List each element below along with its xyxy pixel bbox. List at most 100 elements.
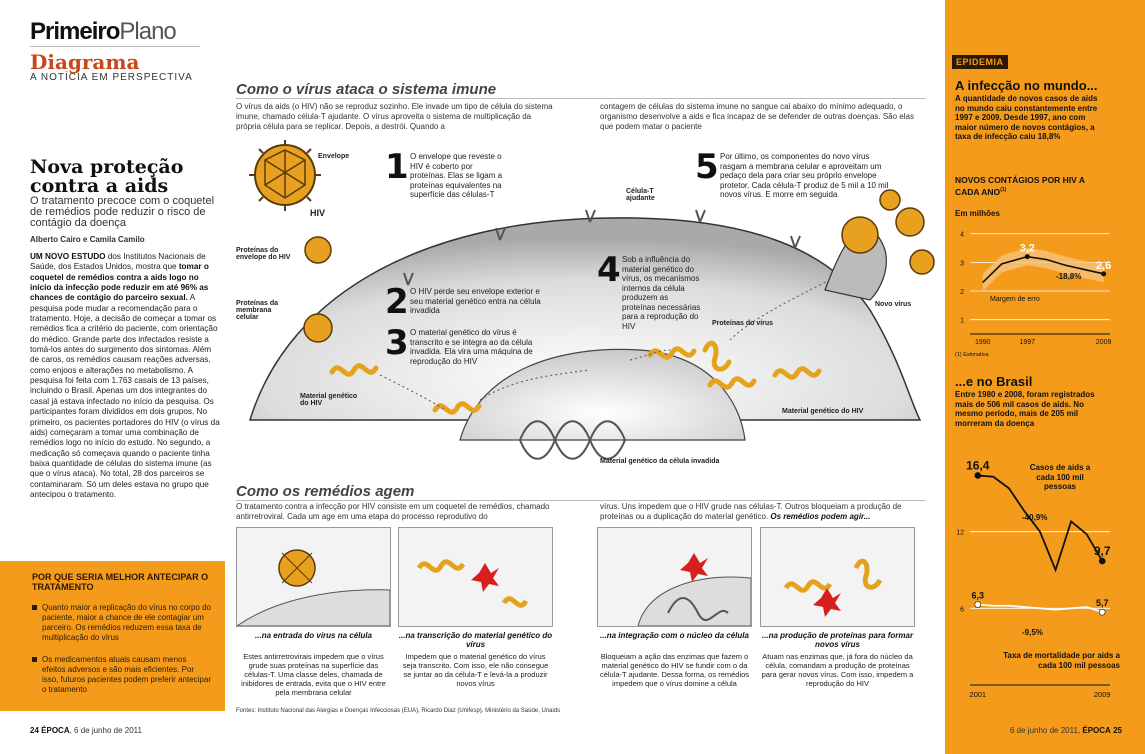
x-tick-label: 2001 [969,690,986,699]
why-box-item: Os medicamentos atuais causam menos efei… [32,655,212,695]
chart2-change2: -9,5% [1022,628,1043,637]
story-body-bold: tomar o coquetel de remédios contra a ai… [30,262,209,303]
drug-panel-proteins [760,527,915,627]
drugs-title: Como os remédios agem [236,483,415,500]
label-membrane-proteins: Proteínas da membrana celular [236,300,279,321]
brand-light: Plano [119,18,176,45]
attack-rule [236,98,926,99]
proteins-illustration [783,558,883,617]
footer-right: 6 de junho de 2011, ÉPOCA 25 [1010,726,1122,735]
step-number: 3 [385,323,409,363]
mag-left: ÉPOCA [41,726,70,735]
x-tick-label: 2009 [1096,339,1112,346]
integration-illustration [637,553,752,627]
panel-caption-title: ...na integração com o núcleo da célula [600,631,749,640]
transcription-illustration [416,559,529,608]
page-number-right: 25 [1113,726,1122,735]
y-tick-label: 3 [960,260,964,267]
drugs-intro-right: vírus. Uns impedem que o HIV grude nas c… [600,502,920,522]
drugs-intro-right-text: vírus. Uns impedem que o HIV grude nas c… [600,502,902,521]
chart1-title-text: NOVOS CONTÁGIOS POR HIV A CADA ANO [955,175,1085,197]
flow-arrow [379,279,831,411]
label-genetic-material: Material genético do HIV [300,393,358,407]
story-body: UM NOVO ESTUDO dos Institutos Nacionais … [30,252,220,500]
label-envelope: Envelope [318,153,350,160]
attack-title: Como o vírus ataca o sistema imune [236,81,497,98]
chart1-footnote: (1) Estimativa [955,352,989,358]
dna-helix-icon [519,420,626,460]
margin-of-error-band [982,248,1104,292]
date-right: 6 de junho de 2011, [1010,726,1081,735]
header-rule [30,46,200,47]
panel-caption-text: Impedem que o material genético do vírus… [402,652,549,688]
panel-caption-title: ...na entrada do vírus na célula [255,631,372,640]
why-box-item: Quanto maior a replicação do vírus no co… [32,603,212,643]
data-label: 16,4 [966,458,990,472]
y-tick-label: 2 [960,289,964,296]
drugs-intro-left: O tratamento contra a infecção por HIV c… [236,502,550,521]
attack-intro-right: contagem de células do sistema imune no … [600,102,914,131]
chart2-series1-label: Casos de aids a cada 100 mil pessoas [1029,463,1091,491]
brand-bold: Primeiro [30,18,120,45]
drugs-rule [236,500,926,501]
attack-illustration [248,140,935,460]
label-virus-proteins: Proteínas do vírus [712,320,774,327]
brazil-chart: 6 12 16,4 9,7 6,3 5,7 2001 2009 [956,458,1111,699]
data-label: 9,7 [1094,544,1111,558]
step-number: 2 [385,282,409,322]
world-text: A quantidade de novos casos de aids no m… [955,94,1098,141]
footer-left: 24 ÉPOCA, 6 de junho de 2011 [30,726,142,735]
y-tick-label: 4 [960,232,964,239]
panel-caption-title: ...na produção de proteínas para formar … [761,631,914,649]
step-text: Por último, os componentes do novo vírus… [720,152,889,199]
label-hiv: HIV [310,208,326,218]
y-tick-label: 1 [960,318,964,325]
chart2-change1: -40,9% [1022,513,1048,522]
chart1-margin-label: Margem de erro [990,296,1040,303]
step-text: O envelope que reveste o HIV é coberto p… [410,152,503,199]
drug-panel-entry [235,527,391,627]
epidemia-sidebar [945,0,1145,754]
nucleus-shape [459,348,746,441]
drug-panel-integration [597,527,752,627]
data-point [974,472,982,479]
label-t-cell: Célula-T ajudante [626,188,655,202]
why-box [0,561,225,711]
data-label: 5,7 [1096,598,1109,608]
label-genetic-material-2: Material genético do HIV [782,408,864,415]
data-label: 3,2 [1020,243,1035,255]
label-envelope-proteins: Proteínas do envelope do HIV [236,247,291,261]
panel-caption-text: Atuam nas enzimas que, já fora do núcleo… [761,652,914,688]
drugs-intro-italic: Os remédios podem agir... [770,512,871,521]
byline: Alberto Cairo e Camila Camilo [30,235,145,244]
brazil-title: ...e no Brasil [955,374,1033,389]
story-title: Nova proteção contra a aids [30,156,184,197]
label-cell-genetic: Material genético da célula invadida [600,458,720,465]
budding-virus-icon [824,216,887,301]
hiv-virus-small-icon [303,189,935,343]
why-box-title: POR QUE SERIA MELHOR ANTECIPAR O TRATAME… [32,572,209,592]
series-line [977,474,1104,573]
hiv-virus-icon [249,140,321,211]
epidemia-tag: EPIDEMIA [952,55,1008,69]
data-point [1098,557,1106,565]
x-tick-label: 2009 [1094,690,1111,699]
world-title: A infecção no mundo... [955,78,1098,93]
step-number: 4 [597,250,621,290]
y-tick-label: 12 [956,530,964,537]
brazil-text: Entre 1980 e 2008, foram registrados mai… [955,390,1095,428]
data-point [974,601,982,608]
t-cell-shape [248,217,922,421]
data-point [1101,271,1107,277]
mag-right: ÉPOCA [1082,726,1111,735]
data-label: 6,3 [972,591,985,601]
series-line [982,255,1104,284]
step-number: 5 [695,147,719,187]
label-new-virus: Novo vírus [875,301,912,308]
attack-intro-left: O vírus da aids (o HIV) não se reproduz … [236,102,553,131]
chart2-series2-label: Taxa de mortalidade por aids a cada 100 … [1003,651,1120,670]
data-label: 2,6 [1096,260,1111,272]
receptor-group [403,209,801,286]
y-tick-label: 6 [960,606,964,613]
